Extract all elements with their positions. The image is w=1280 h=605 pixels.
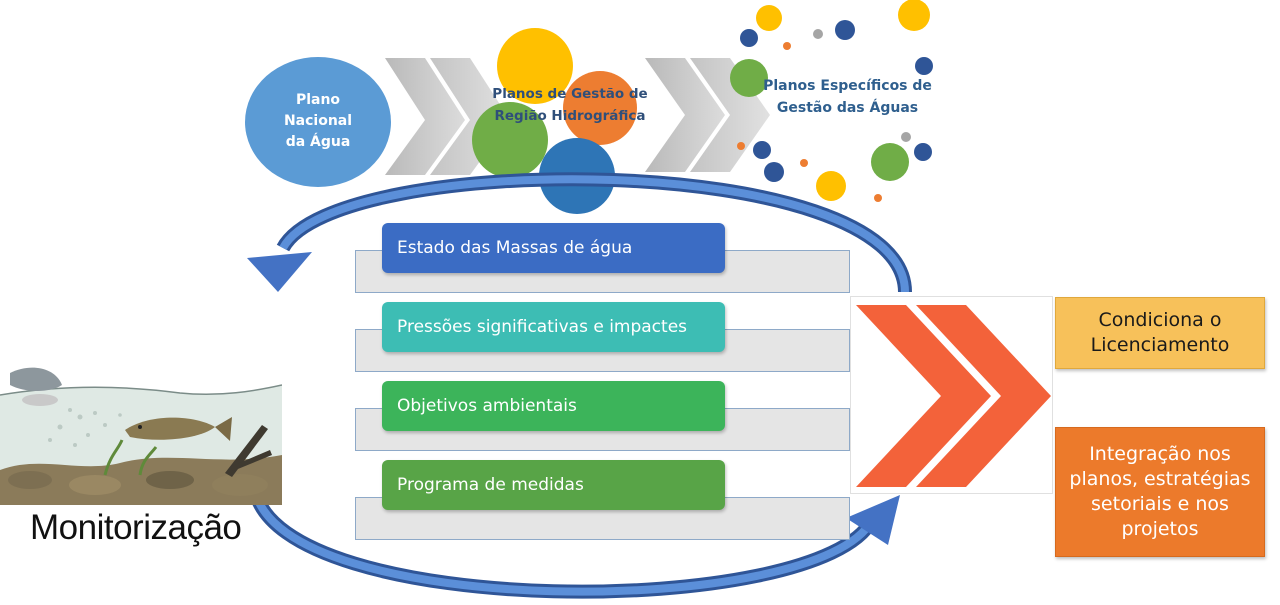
national-plan-line-1: Plano: [295, 92, 341, 108]
regional-plan-label: Planos de Gestão de Região Hidrográfica: [470, 83, 670, 127]
step-measures-programme: Programa de medidas: [382, 460, 725, 510]
regional-plan-line-2: Região Hidrográfica: [494, 108, 646, 124]
green-circle: [472, 102, 548, 178]
regional-plan-line-1: Planos de Gestão de: [492, 86, 648, 102]
step-water-bodies-status: Estado das Massas de água: [382, 223, 725, 273]
step-environmental-objectives: Objetivos ambientais: [382, 381, 725, 431]
national-plan-circle: [245, 57, 391, 187]
outcome-licensing: Condiciona o Licenciamento: [1055, 297, 1265, 369]
cycle-arrow-bottom: [248, 488, 900, 599]
cycle-arrow-top: [247, 172, 912, 293]
outcome-integration-line-1: Integração nos: [1089, 443, 1231, 465]
monitoring-label: Monitorização: [30, 508, 242, 547]
national-plan-line-3: da Água: [285, 134, 351, 150]
outcome-integration: Integração nos planos, estratégias setor…: [1055, 427, 1265, 557]
outcome-licensing-line-1: Condiciona o: [1098, 309, 1222, 331]
orange-circle: [563, 71, 637, 145]
outcome-chevron-panel: [850, 296, 1053, 494]
outcome-integration-line-2: planos, estratégias: [1069, 468, 1251, 490]
specific-plan-line-1: Planos Específicos de: [763, 78, 932, 94]
specific-plan-line-2: Gestão das Águas: [776, 100, 919, 116]
specific-plan-label: Planos Específicos de Gestão das Águas: [755, 75, 940, 119]
orange-chevron-icon: [856, 305, 1051, 487]
specific-plan-dots: [730, 0, 933, 202]
outcome-integration-line-3: setoriais e nos: [1091, 493, 1229, 515]
yellow-circle: [497, 28, 573, 104]
step-pressures-impacts: Pressões significativas e impactes: [382, 302, 725, 352]
outcome-integration-line-4: projetos: [1121, 518, 1199, 540]
outcome-licensing-line-2: Licenciamento: [1090, 334, 1230, 356]
national-plan-line-2: Nacional: [283, 113, 353, 129]
river-fish-illustration: [0, 355, 282, 505]
national-plan-label: Plano Nacional da Água: [268, 90, 368, 153]
